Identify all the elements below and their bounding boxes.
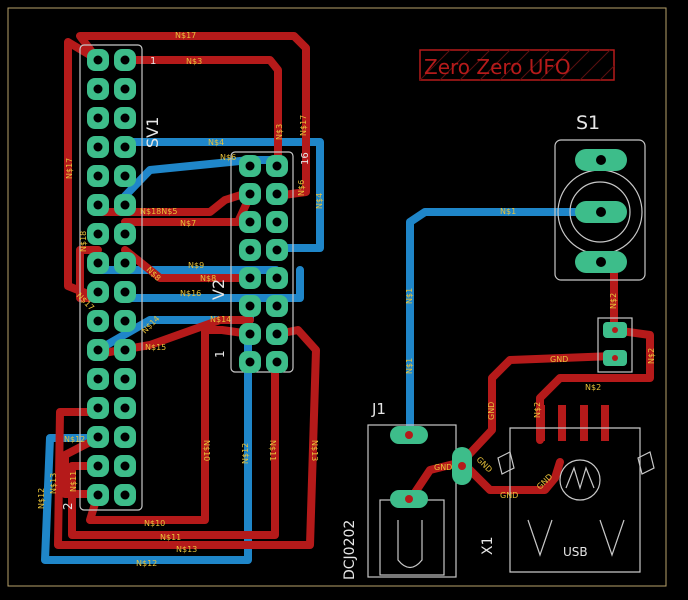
top-copper-traces bbox=[54, 32, 654, 549]
net-label-n12: N$12 bbox=[136, 559, 157, 568]
board-title: Zero Zero UFO bbox=[424, 55, 571, 79]
component-pads bbox=[390, 149, 627, 508]
trace-n10 bbox=[86, 326, 254, 524]
trace-n13 bbox=[54, 326, 320, 549]
net-label-n11-left: N$11 bbox=[69, 471, 78, 492]
net-label-n3-vert: N$3 bbox=[275, 124, 284, 140]
net-label-gnd-vert: GND bbox=[487, 402, 496, 420]
x1-value: USB bbox=[563, 545, 588, 559]
net-label-n1-vert2: N$1 bbox=[405, 358, 414, 374]
net-label-n12-far: N$12 bbox=[37, 488, 46, 509]
net-label-n18n5: N$18N$5 bbox=[140, 207, 177, 216]
net-label-n1: N$1 bbox=[500, 207, 516, 216]
net-label-gnd-diag: GND bbox=[475, 455, 494, 474]
sv1-pads bbox=[87, 49, 136, 506]
sv2-pads bbox=[239, 155, 288, 373]
silkscreen bbox=[79, 44, 655, 578]
board-outline bbox=[7, 7, 667, 587]
net-label-n2-vert: N$2 bbox=[609, 293, 618, 309]
sv2-label: V2 bbox=[209, 279, 228, 300]
net-label-n14: N$14 bbox=[210, 315, 231, 324]
trace-n17b bbox=[76, 32, 310, 200]
j1-label: J1 bbox=[371, 400, 386, 418]
sv2-pin1-marker: 1 bbox=[213, 350, 227, 358]
net-label-n16: N$16 bbox=[180, 289, 201, 298]
sv1-outline bbox=[79, 44, 143, 511]
net-label-n3-top: N$3 bbox=[186, 57, 202, 66]
trace-n16 bbox=[121, 266, 304, 302]
trace-n6 bbox=[121, 156, 282, 200]
trace-gnd-b bbox=[458, 458, 564, 494]
trace-n12 bbox=[41, 330, 252, 564]
net-label-n6-vert: N$6 bbox=[297, 180, 306, 196]
j1-outline bbox=[367, 424, 457, 578]
net-label-n12-left: N$12 bbox=[64, 435, 85, 444]
trace-n4 bbox=[121, 138, 324, 252]
x1-label: X1 bbox=[480, 537, 496, 556]
net-label-n7: N$7 bbox=[180, 219, 196, 228]
net-label-n2: N$2 bbox=[585, 383, 601, 392]
net-label-n2-usb: N$2 bbox=[533, 402, 542, 418]
net-label-n11: N$11 bbox=[160, 533, 181, 542]
trace-n1 bbox=[406, 208, 604, 436]
net-label-n1-vert: N$1 bbox=[405, 288, 414, 304]
net-label-n9: N$9 bbox=[188, 261, 204, 270]
net-label-n11-vert: N$11 bbox=[268, 440, 277, 461]
title-frame bbox=[419, 49, 615, 81]
s1-outline bbox=[554, 139, 646, 281]
trace-n12r bbox=[61, 434, 102, 498]
trace-n8 bbox=[121, 246, 254, 282]
sv1-label: SV1 bbox=[143, 117, 162, 148]
trace-n3 bbox=[121, 56, 282, 170]
net-label-n4-vert: N$4 bbox=[315, 193, 324, 209]
net-label-n17-left: N$17 bbox=[65, 158, 74, 179]
net-label-n8: N$8 bbox=[200, 274, 216, 283]
net-label-gnd-bot: GND bbox=[500, 491, 518, 500]
net-label-n13: N$13 bbox=[176, 545, 197, 554]
net-label-n6-top: N$6 bbox=[220, 153, 236, 162]
net-label-n4-top: N$4 bbox=[208, 138, 224, 147]
trace-n18-5 bbox=[94, 188, 254, 216]
net-label-n15: N$15 bbox=[145, 343, 166, 352]
trace-n11 bbox=[68, 358, 279, 539]
x1-outline bbox=[509, 427, 641, 573]
sv2-pin16-marker: 16 bbox=[300, 152, 311, 165]
sv2-outline bbox=[230, 151, 294, 373]
net-label-n13-left: N$13 bbox=[49, 473, 58, 494]
net-label-n10-vert: N$10 bbox=[202, 440, 211, 461]
net-label-n17-top: N$17 bbox=[175, 31, 196, 40]
net-label-n14-diag: N$14 bbox=[140, 314, 161, 335]
net-label-n18: N$18 bbox=[79, 231, 88, 252]
sv1-pin1-marker: 1 bbox=[150, 56, 156, 67]
net-label-n17-vert: N$17 bbox=[299, 115, 308, 136]
trace-gnd-a bbox=[458, 352, 618, 466]
net-label-n2-right: N$2 bbox=[647, 348, 656, 364]
net-label-gnd-top: GND bbox=[550, 355, 568, 364]
net-label-n13-vert: N$13 bbox=[310, 440, 319, 461]
j1-value: DCJ0202 bbox=[342, 520, 358, 580]
sv1-pin2-marker: 2 bbox=[61, 502, 75, 510]
net-label-n12-vert: N$12 bbox=[241, 443, 250, 464]
net-label-gnd-j1: GND bbox=[434, 463, 452, 472]
s1-label: S1 bbox=[576, 112, 600, 134]
net-label-n10: N$10 bbox=[144, 519, 165, 528]
